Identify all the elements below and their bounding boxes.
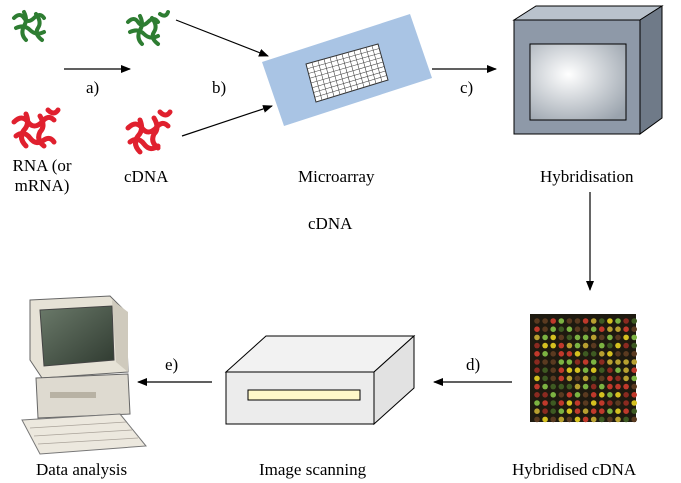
microarray-slide-icon <box>262 14 432 126</box>
cdna-red-strand-icon <box>125 109 173 155</box>
cdna-green-strand-icon <box>126 10 170 46</box>
cdna-middle-label: cDNA <box>308 214 353 233</box>
cdna-label: cDNA <box>124 167 169 186</box>
rna-label-line2: mRNA) <box>14 176 70 195</box>
hybridised-cdna-label: Hybridised cDNA <box>512 460 637 479</box>
hybridised-cdna-array-icon <box>530 314 637 423</box>
step-d-label: d) <box>466 355 481 374</box>
step-a-label: a) <box>86 78 100 97</box>
microarray-label: Microarray <box>298 167 375 186</box>
rna-red-strand-icon <box>11 107 61 149</box>
step-b-label: b) <box>212 78 227 97</box>
arrow-b-bottom <box>181 105 273 137</box>
data-analysis-label: Data analysis <box>36 460 128 479</box>
rna-label: RNA (or mRNA) <box>0 156 84 196</box>
hybridisation-chamber-icon <box>512 5 664 135</box>
hybridisation-label: Hybridisation <box>540 167 634 186</box>
scanner-icon <box>224 334 416 426</box>
rna-green-strand-icon <box>12 10 46 42</box>
arrow-b-top <box>175 19 269 57</box>
step-e-label: e) <box>165 355 179 374</box>
step-c-label: c) <box>460 78 474 97</box>
computer-icon <box>21 295 147 455</box>
image-scanning-label: Image scanning <box>259 460 367 479</box>
rna-label-line1: RNA (or <box>12 156 72 175</box>
